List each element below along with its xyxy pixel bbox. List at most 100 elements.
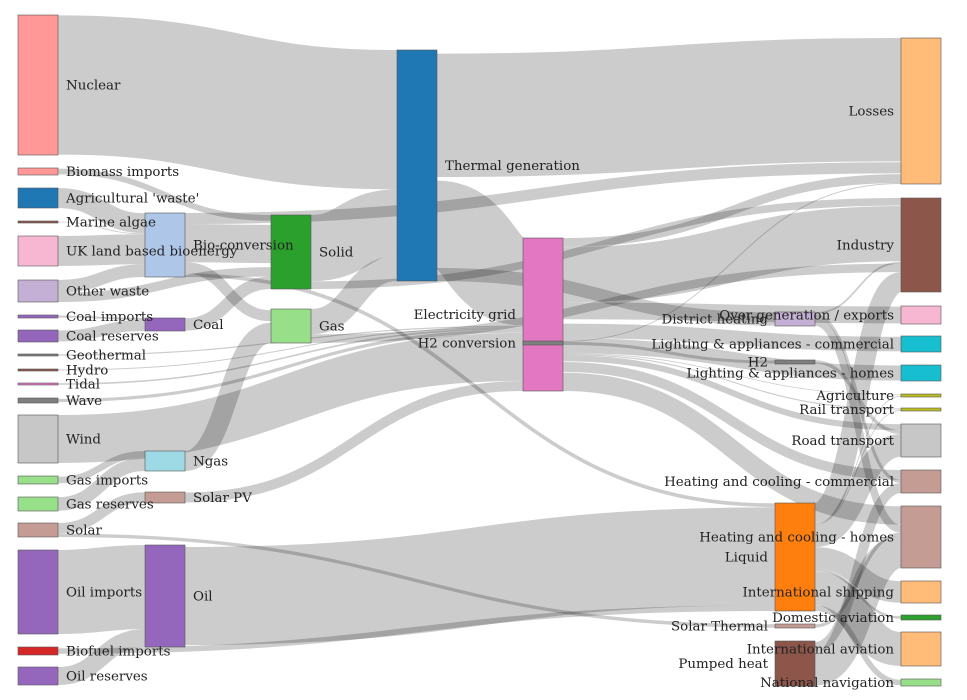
node-label-oil: Oil bbox=[193, 590, 213, 605]
node-solar[interactable] bbox=[17, 522, 59, 538]
node-label-h2_conversion: H2 conversion bbox=[418, 337, 517, 352]
link-thermal_generation-to-losses bbox=[436, 38, 902, 178]
link-liquid-to-industry bbox=[812, 272, 904, 524]
link-solar-to-solar_thermal bbox=[57, 533, 776, 628]
node-pumped_heat[interactable] bbox=[774, 640, 816, 687]
link-liquid-to-agriculture bbox=[814, 395, 902, 524]
node-label-agri_waste: Agricultural 'waste' bbox=[65, 192, 199, 207]
node-rail_transport[interactable] bbox=[900, 407, 942, 412]
link-liquid-to-rail_transport bbox=[814, 410, 902, 525]
node-ngas[interactable] bbox=[144, 450, 186, 472]
node-industry[interactable] bbox=[900, 197, 942, 293]
node-national_navigation[interactable] bbox=[900, 678, 942, 687]
node-solid[interactable] bbox=[270, 214, 312, 290]
link-nuclear-to-thermal_generation bbox=[57, 15, 398, 190]
node-losses[interactable] bbox=[900, 37, 942, 185]
node-tidal[interactable] bbox=[17, 382, 59, 386]
node-nuclear[interactable] bbox=[17, 14, 59, 156]
node-road_transport[interactable] bbox=[900, 423, 942, 458]
node-heating_commercial[interactable] bbox=[900, 469, 942, 494]
sankey-links bbox=[57, 15, 904, 686]
node-label-heating_homes: Heating and cooling - homes bbox=[699, 531, 894, 546]
link-district_heating-to-heating_homes bbox=[814, 318, 902, 533]
node-lighting_commercial[interactable] bbox=[900, 335, 942, 353]
node-coal_imports[interactable] bbox=[17, 314, 59, 319]
node-label-losses: Losses bbox=[849, 105, 895, 120]
link-pumped_heat-to-heating_homes bbox=[812, 535, 904, 686]
node-biomass_imports[interactable] bbox=[17, 167, 59, 176]
node-agri_waste[interactable] bbox=[17, 187, 59, 209]
link-wave-to-electricity_grid bbox=[57, 329, 524, 403]
node-label-h2: H2 bbox=[748, 356, 768, 371]
link-district_heating-to-heating_commercial bbox=[814, 314, 902, 484]
link-other_waste-to-solid bbox=[57, 267, 272, 303]
node-hydro[interactable] bbox=[17, 368, 59, 372]
link-gas_reserves-to-ngas bbox=[57, 457, 146, 511]
node-label-biomass_imports: Biomass imports bbox=[66, 165, 179, 180]
node-over_generation[interactable] bbox=[900, 305, 942, 325]
node-label-gas_reserves: Gas reserves bbox=[66, 498, 154, 513]
node-solar_pv[interactable] bbox=[144, 491, 186, 504]
node-gas_imports[interactable] bbox=[17, 475, 59, 485]
link-electricity_grid-to-over_generation bbox=[562, 302, 902, 324]
link-electricity_grid-to-industry bbox=[562, 206, 902, 303]
node-international_shipping[interactable] bbox=[900, 580, 942, 604]
node-domestic_aviation[interactable] bbox=[900, 614, 942, 621]
link-electricity_grid-to-heating_commercial bbox=[562, 361, 902, 480]
link-coal_imports-to-coal bbox=[57, 315, 146, 320]
link-ngas-to-gas bbox=[183, 322, 273, 471]
node-coal_reserves[interactable] bbox=[17, 329, 59, 343]
link-gas-to-industry bbox=[310, 263, 902, 343]
link-h2_conversion-to-losses bbox=[562, 183, 902, 342]
node-oil[interactable] bbox=[144, 544, 186, 648]
node-gas[interactable] bbox=[270, 308, 312, 344]
node-label-wave: Wave bbox=[66, 394, 102, 409]
node-coal[interactable] bbox=[144, 317, 186, 332]
node-oil_imports[interactable] bbox=[17, 549, 59, 635]
node-wave[interactable] bbox=[17, 397, 59, 404]
node-label-solar_thermal: Solar Thermal bbox=[671, 620, 768, 635]
link-liquid-to-domestic_aviation bbox=[814, 568, 902, 619]
node-geothermal[interactable] bbox=[17, 353, 59, 357]
node-electricity_grid[interactable] bbox=[522, 237, 564, 392]
node-uk_land[interactable] bbox=[17, 235, 59, 267]
node-solar_thermal[interactable] bbox=[774, 623, 816, 629]
link-liquid-to-international_shipping bbox=[814, 547, 902, 603]
node-h2[interactable] bbox=[774, 359, 816, 365]
link-thermal_generation-to-district_heating bbox=[436, 267, 776, 326]
node-heating_homes[interactable] bbox=[900, 505, 942, 569]
node-biofuel_imports[interactable] bbox=[17, 646, 59, 656]
node-label-gas: Gas bbox=[319, 320, 345, 335]
node-district_heating[interactable] bbox=[774, 311, 816, 327]
node-other_waste[interactable] bbox=[17, 279, 59, 303]
node-label-solid: Solid bbox=[319, 246, 354, 261]
link-wind-to-electricity_grid bbox=[57, 332, 524, 463]
node-label-wind: Wind bbox=[66, 433, 101, 448]
node-lighting_homes[interactable] bbox=[900, 364, 942, 382]
node-oil_reserves[interactable] bbox=[17, 666, 59, 686]
node-thermal_generation[interactable] bbox=[396, 49, 438, 282]
link-biofuel_imports-to-liquid bbox=[57, 605, 776, 654]
link-liquid-to-road_transport bbox=[813, 434, 903, 548]
link-liquid-to-national_navigation bbox=[814, 605, 902, 686]
link-electricity_grid-to-road_transport bbox=[562, 355, 902, 431]
node-international_aviation[interactable] bbox=[900, 631, 942, 667]
node-label-hydro: Hydro bbox=[66, 364, 108, 379]
node-wind[interactable] bbox=[17, 414, 59, 464]
link-gas-to-thermal_generation bbox=[309, 255, 399, 335]
link-bio_conversion-to-solid bbox=[184, 224, 272, 264]
node-liquid[interactable] bbox=[774, 502, 816, 612]
link-electricity_grid-to-losses bbox=[562, 174, 902, 248]
link-oil_imports-to-oil bbox=[57, 545, 146, 634]
node-bio_conversion[interactable] bbox=[144, 212, 186, 278]
node-h2_conversion[interactable] bbox=[522, 340, 564, 346]
link-biomass_imports-to-solid bbox=[57, 168, 272, 221]
link-agri_waste-to-bio_conversion bbox=[57, 188, 146, 234]
node-label-industry: Industry bbox=[837, 239, 895, 254]
node-agriculture[interactable] bbox=[900, 393, 942, 398]
node-gas_reserves[interactable] bbox=[17, 496, 59, 512]
link-bio_conversion-to-gas bbox=[184, 262, 272, 322]
link-liquid-to-international_aviation bbox=[813, 571, 903, 666]
node-marine_algae[interactable] bbox=[17, 220, 59, 224]
node-label-domestic_aviation: Domestic aviation bbox=[772, 611, 894, 626]
